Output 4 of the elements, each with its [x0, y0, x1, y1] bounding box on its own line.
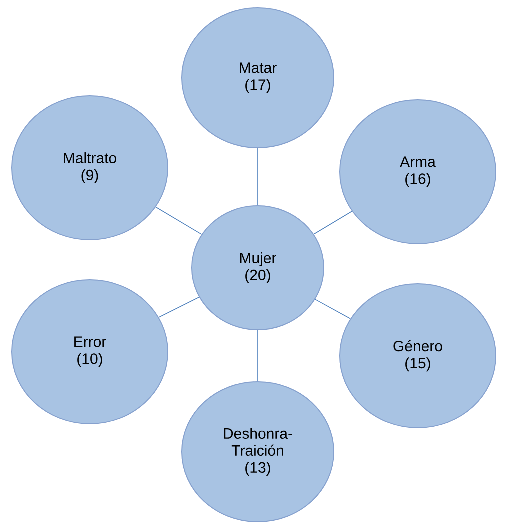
connector-line — [314, 299, 351, 320]
connector-line — [314, 211, 353, 235]
connector-line — [156, 206, 202, 235]
connector-line — [158, 296, 200, 318]
